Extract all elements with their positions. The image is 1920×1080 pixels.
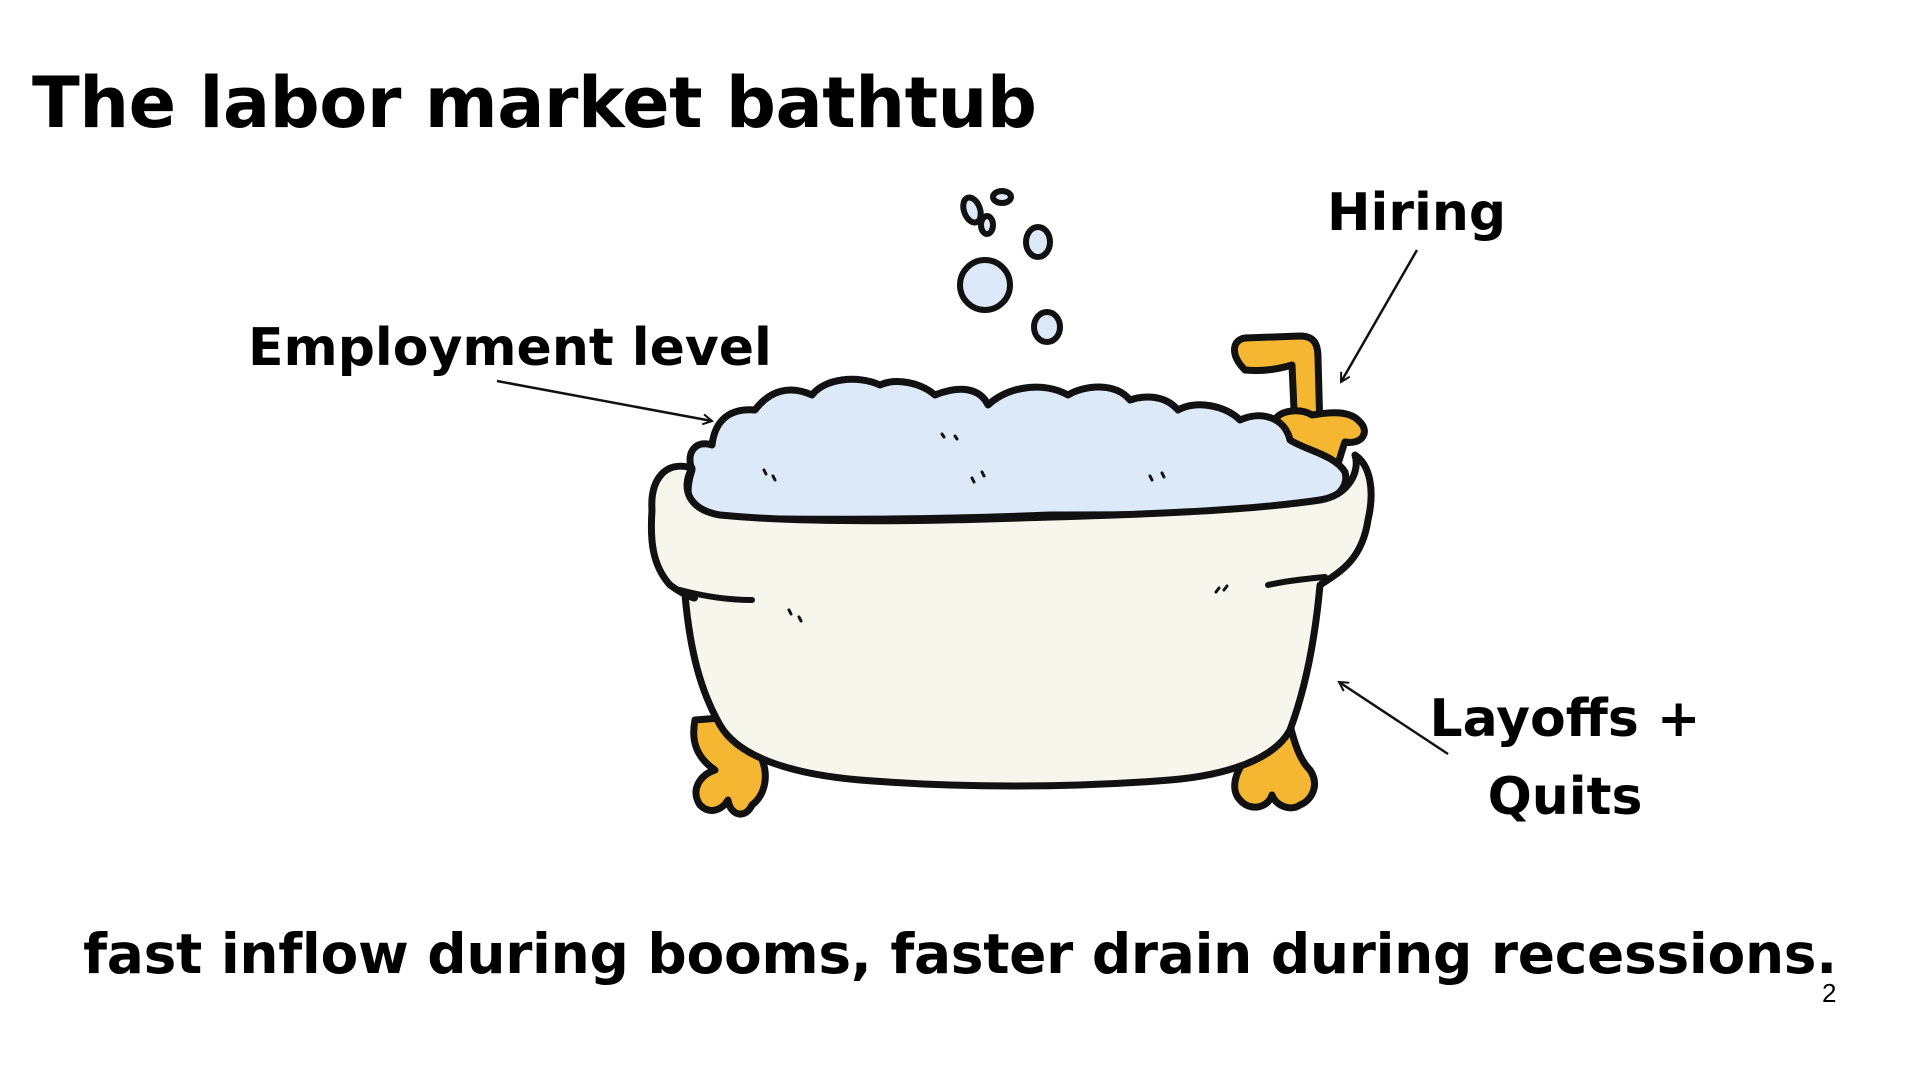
hiring-label: Hiring bbox=[1327, 183, 1506, 243]
bubbles-icon bbox=[960, 191, 1060, 342]
layoffs-label-line1: Layoffs + bbox=[1420, 680, 1710, 758]
slide-caption: fast inflow during booms, faster drain d… bbox=[0, 922, 1920, 986]
layoffs-label-line2: Quits bbox=[1420, 758, 1710, 836]
layoffs-quits-label: Layoffs + Quits bbox=[1420, 680, 1710, 836]
employment-level-label: Employment level bbox=[248, 318, 772, 378]
page-number: 2 bbox=[1822, 978, 1836, 1009]
bath-water bbox=[688, 379, 1346, 519]
